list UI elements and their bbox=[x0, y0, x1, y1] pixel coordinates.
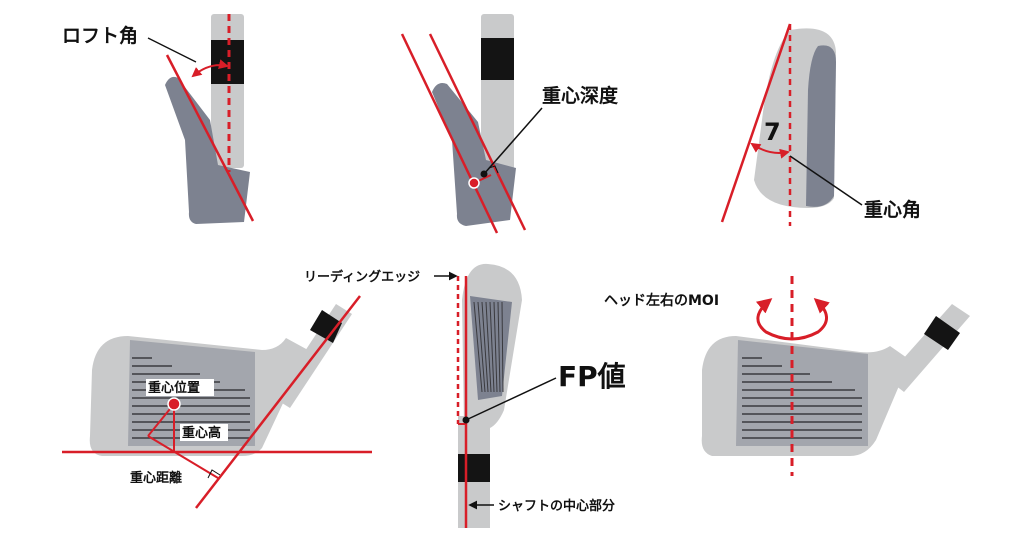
cg-distance-line bbox=[147, 435, 219, 479]
cg-distance-label: 重心距離 bbox=[130, 470, 182, 486]
iron-head-side bbox=[432, 83, 516, 226]
moi-rotation-arrow bbox=[755, 297, 830, 341]
face-line-front bbox=[400, 33, 499, 234]
cg-angle-arc bbox=[750, 142, 790, 159]
cg-depth-label: 重心深度 bbox=[542, 84, 619, 107]
leader-line bbox=[789, 155, 863, 206]
right-angle-mark bbox=[207, 469, 221, 479]
face-line bbox=[720, 23, 792, 223]
panel-fp-value: リーディングエッジ FP値 シャフトの中心部分 bbox=[304, 263, 626, 528]
ferrule bbox=[458, 454, 490, 482]
panel-cg-depth: 重心深度 bbox=[400, 14, 619, 234]
cg-position-label: 重心位置 bbox=[148, 380, 200, 396]
fp-leader-dot bbox=[462, 416, 470, 424]
leading-edge-label: リーディングエッジ bbox=[304, 269, 420, 285]
ferrule bbox=[924, 316, 960, 350]
panel-head-moi: ヘッド左右のMOI bbox=[604, 276, 970, 476]
cg-to-axis-line bbox=[147, 403, 175, 437]
loft-angle-label: ロフト角 bbox=[62, 24, 138, 47]
panel-loft-angle: ロフト角 bbox=[62, 14, 255, 224]
face-line-parallel bbox=[428, 33, 527, 231]
fp-value-label: FP値 bbox=[558, 360, 626, 393]
center-of-gravity-dot bbox=[468, 177, 480, 189]
iron-head-sole-dark bbox=[806, 45, 836, 207]
right-angle-mark bbox=[488, 165, 499, 174]
shaft-center-label: シャフトの中心部分 bbox=[498, 498, 615, 514]
leader-line bbox=[483, 107, 543, 175]
loft-angle-arc bbox=[191, 59, 229, 78]
fp-leader-line bbox=[465, 377, 557, 421]
seven-label: 7 bbox=[764, 118, 781, 146]
panel-cg-position: 重心位置 重心高 重心距離 bbox=[62, 295, 372, 509]
ferrule bbox=[310, 310, 342, 343]
face-grooves bbox=[473, 301, 504, 393]
cg-height-label: 重心高 bbox=[182, 425, 221, 441]
iron-head-side bbox=[165, 76, 250, 224]
leader-dot bbox=[480, 170, 488, 178]
face-grooves bbox=[742, 357, 862, 439]
center-of-gravity-dot bbox=[167, 397, 181, 411]
head-moi-label: ヘッド左右のMOI bbox=[604, 292, 719, 309]
ferrule bbox=[481, 38, 514, 80]
cg-height-label-bg bbox=[180, 424, 228, 441]
cg-position-label-bg bbox=[146, 379, 214, 396]
face-line bbox=[165, 54, 255, 222]
shaft-axis-line bbox=[195, 295, 361, 509]
cg-angle-label: 重心角 bbox=[864, 198, 921, 221]
panel-cg-angle: 7 重心角 bbox=[720, 23, 921, 226]
leader-line bbox=[147, 37, 197, 63]
